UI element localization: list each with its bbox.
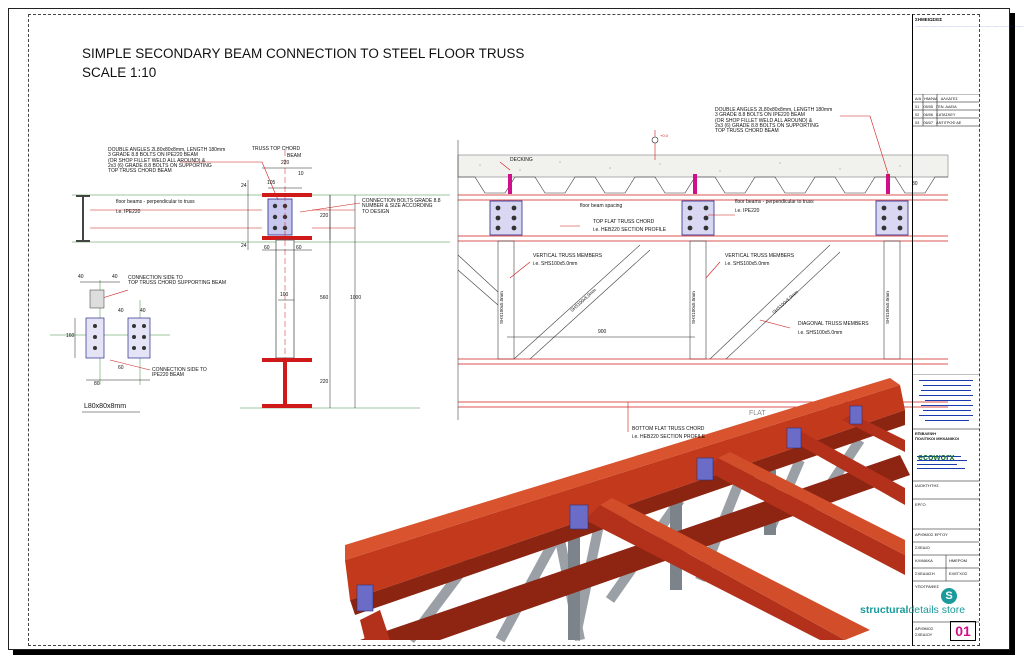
ipe-section-left: [76, 195, 90, 242]
project-label: ΕΡΓΟ: [915, 502, 926, 507]
revision-table: [913, 94, 979, 127]
label-vertical-members-2-ie: i.e. SHS100x5.0mm: [725, 261, 770, 267]
label-top-chord: TOP FLAT TRUSS CHORD: [593, 219, 655, 225]
revision-row: 02 06/06 ΚΑΤΑΣΚΕΥ: [915, 113, 956, 117]
title-block-grid: [913, 374, 979, 623]
owner-label: ΙΔΙΟΚΤΗΤΗΣ: [915, 483, 939, 488]
company-logo: ecoworx: [918, 452, 955, 462]
label-floor-beam-spacing: floor beam spacing: [580, 203, 623, 209]
label-ipe220-right: i.e. IPE220: [735, 208, 760, 214]
signatures-label: ΥΠΟΓΡΑΦΕΣ: [915, 584, 940, 589]
dim: 24: [241, 183, 247, 189]
gridlines: [72, 194, 450, 409]
dim: 220: [281, 160, 290, 166]
drawing-title: SIMPLE SECONDARY BEAM CONNECTION TO STEE…: [82, 46, 525, 61]
isometric-3d-view: [345, 378, 910, 643]
drawn-label: ΣΧΕΔΙΑΣΗ: [915, 571, 935, 576]
drawing-label: ΣΧΕΔΙΟ: [915, 545, 930, 550]
bottom-chord-section: [262, 358, 312, 408]
dim: 560: [320, 295, 329, 301]
sheet-label-1: ΑΡΙΘΜΟΣ: [915, 626, 934, 631]
label-beam: BEAM: [287, 153, 302, 159]
dim: 220: [320, 379, 329, 385]
dim: 40: [118, 308, 124, 314]
company-header: ΕΠΙΒΛΕΨΗ: [915, 431, 937, 436]
dim: 40: [112, 274, 118, 280]
title-block: ΣΗΜΕΙΩΣΕΙΣ .............................…: [912, 14, 1024, 646]
level-mark: +0.0: [660, 133, 668, 138]
label-decking: DECKING: [510, 157, 533, 163]
label-flat: FLAT: [749, 410, 766, 417]
drawing-border: [28, 14, 980, 646]
label-bottom-chord: BOTTOM FLAT TRUSS CHORD: [632, 426, 705, 432]
dim: 60: [296, 245, 302, 251]
dim: 10: [298, 171, 304, 177]
label-diagonal-members: DIAGONAL TRUSS MEMBERS: [798, 321, 869, 327]
label-shs-1: SHS100x5.0mm: [499, 291, 504, 324]
dim: 40: [78, 274, 84, 280]
dim: 24: [241, 243, 247, 249]
connection-side-views: [50, 280, 170, 385]
notes-body: ........................................…: [915, 24, 1024, 28]
label-bottom-chord-ie: i.e. HEB220 SECTION PROFILE: [632, 434, 706, 440]
date-label: ΗΜΕΡΟΜ: [949, 558, 967, 563]
dim: 1000: [350, 295, 362, 301]
label-vertical-members-1-ie: i.e. SHS100x5.0mm: [533, 261, 578, 267]
dim: 220: [320, 213, 329, 219]
dim: 60: [264, 245, 270, 251]
scale-label: ΚΛΙΜΑΚΑ: [915, 558, 933, 563]
sheet-number: 01: [950, 621, 976, 641]
dim-30: 30: [912, 181, 918, 187]
drawing-scale: SCALE 1:10: [82, 65, 157, 80]
brand-logo-icon: S: [941, 588, 957, 604]
dim: 105: [267, 180, 276, 186]
dim: 60: [118, 365, 124, 371]
company-sub: ΠΟΛΙΤΙΚΟΙ ΜΗΧΑΝΙΚΟΙ: [915, 436, 959, 441]
project-number-label: ΑΡΙΘΜΟΣ ΕΡΓΟΥ: [915, 532, 948, 537]
label-diagonal-members-ie: i.e. SHS100x5.0mm: [798, 330, 843, 336]
dim: 80: [94, 381, 100, 387]
dim-900: 900: [598, 329, 607, 335]
label-ipe220: i.e. IPE220: [116, 209, 141, 215]
label-top-chord-ie: i.e. HEB220 SECTION PROFILE: [593, 227, 667, 233]
dim: 160: [66, 333, 75, 339]
revision-row: 01 05/05 ΓΕΝ. ΑΔΕΙΑ: [915, 105, 957, 109]
revisions-header: Α/Α ΗΜ/ΝΙΑ ΑΛΛΑΓΕΣ: [915, 97, 958, 101]
label-truss-top-chord: TRUSS TOP CHORD: [252, 146, 301, 152]
label-angle-size: L80x80x8mm: [84, 403, 127, 410]
truss-elevation: [457, 115, 949, 432]
label-shs-2: SHS100x5.0mm: [691, 291, 696, 324]
dim: 40: [140, 308, 146, 314]
label-floor-beams-right: floor beams - perpendicular to truss: [735, 199, 814, 205]
label-vertical-members-1: VERTICAL TRUSS MEMBERS: [533, 253, 603, 259]
brand-wordmark: structuraldetails store: [860, 604, 966, 616]
notes-header: ΣΗΜΕΙΩΣΕΙΣ: [915, 17, 943, 22]
connection-plate: [267, 198, 293, 236]
checked-label: ΕΛΕΓΧΟΣ: [949, 571, 968, 576]
label-floor-beams: floor beams - perpendicular to truss: [116, 199, 195, 205]
sheet-label-2: ΣΧΕΔΙΟΥ: [915, 632, 933, 637]
label-shs-3: SHS100x5.0mm: [885, 291, 890, 324]
dim: 100: [280, 292, 289, 298]
revision-row: 03 06/07 ΑΝΤΙΓΡΟΦ ΑΕ: [915, 121, 962, 125]
label-vertical-members-2: VERTICAL TRUSS MEMBERS: [725, 253, 795, 259]
top-chord-flange: [262, 193, 312, 240]
